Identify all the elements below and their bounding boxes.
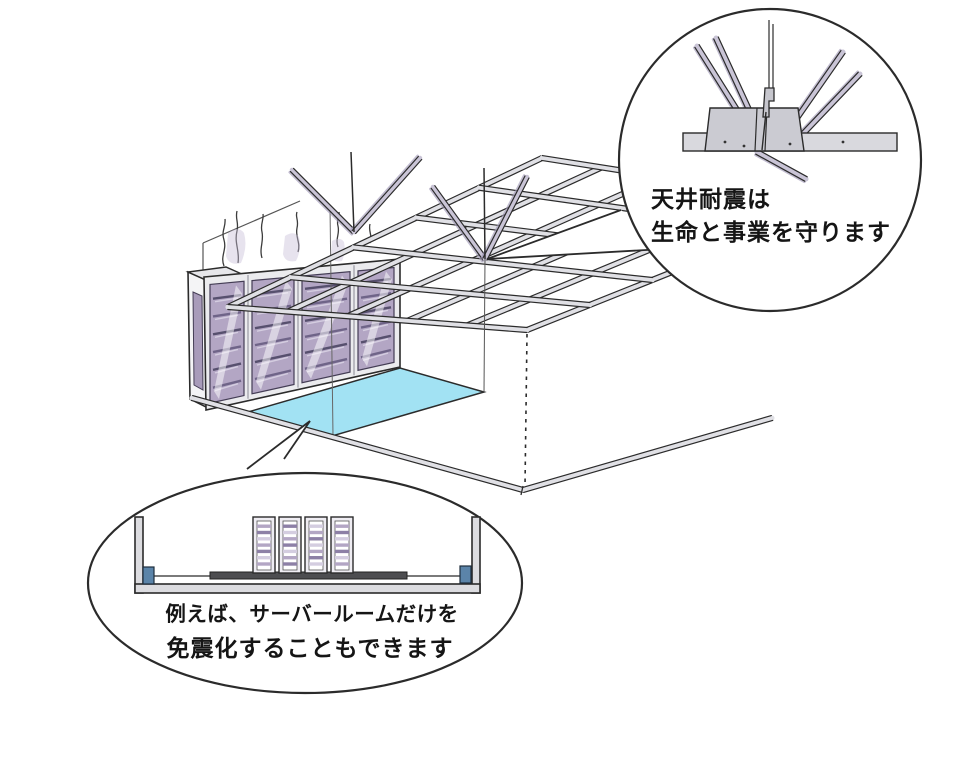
ceiling-caption-line2: 生命と事業を守ります	[651, 219, 891, 246]
isolation-caption-line2: 免震化することもできます	[166, 635, 453, 662]
brace-detail-drawing	[682, 20, 898, 184]
mini-server-racks	[252, 516, 354, 574]
left-wall	[134, 516, 144, 594]
rack-door-windows	[209, 265, 395, 404]
damper-right	[459, 565, 472, 584]
callout-isolation-floor: 例えば、サーバールームだけを 免震化することもできます	[86, 420, 524, 695]
rod-clip	[762, 87, 775, 118]
cables-above-racks	[222, 210, 372, 267]
room-floor-edges	[189, 394, 775, 496]
ceiling-seismic-braces	[288, 151, 530, 393]
damper-left	[142, 566, 155, 585]
rack-side-vent	[192, 291, 204, 391]
speech-ellipse	[86, 471, 524, 695]
main-scene	[185, 151, 843, 496]
isolation-cross-section	[134, 516, 481, 594]
room-corner-dashed	[524, 333, 528, 487]
server-rack-row	[185, 258, 401, 411]
hanging-wire	[329, 206, 334, 437]
isolation-caption-line1: 例えば、サーバールームだけを	[165, 602, 458, 626]
base-slab	[134, 583, 481, 594]
callout-ceiling-brace: 天井耐震は 生命と事業を守ります	[486, 7, 923, 313]
bubble-tail	[487, 210, 664, 259]
ceiling-caption-line1: 天井耐震は	[651, 187, 771, 213]
right-wall	[471, 516, 481, 594]
